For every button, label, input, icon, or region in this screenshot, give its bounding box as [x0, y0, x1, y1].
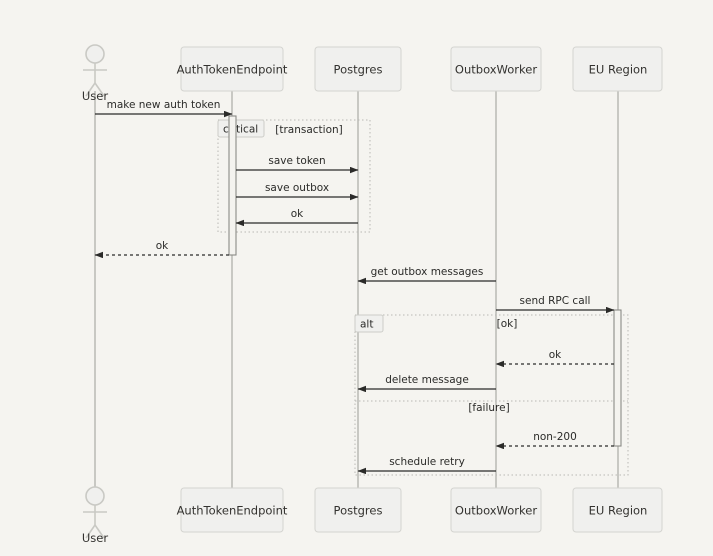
participant-user[interactable]: User [82, 486, 108, 545]
fragment-border [354, 314, 629, 476]
message-m7: send RPC call [496, 295, 615, 314]
actor-leg-left-icon [85, 82, 96, 97]
actor-leg-right-icon [94, 82, 105, 97]
fragment-border [217, 119, 371, 233]
message-label: schedule retry [389, 456, 465, 468]
message-label: send RPC call [520, 295, 591, 307]
message-label: get outbox messages [371, 266, 484, 278]
participant-worker[interactable]: OutboxWorker [450, 487, 542, 533]
fragment-condition-label-0: [ok] [497, 318, 518, 330]
participant-box-auth[interactable] [180, 487, 284, 533]
participant-label-user: User [82, 89, 108, 103]
participant-auth[interactable]: AuthTokenEndpoint [177, 487, 288, 533]
message-label: delete message [385, 374, 469, 386]
participant-box-auth[interactable] [180, 46, 284, 92]
message-label: ok [291, 208, 304, 220]
fragments-layer: critical [transaction] alt [ok] [failure] [217, 119, 629, 476]
messages-layer: make new auth token save token save outbox… [94, 99, 615, 475]
participant-pg[interactable]: Postgres [314, 487, 402, 533]
participant-label-pg: Postgres [334, 504, 383, 518]
participant-label-auth: AuthTokenEndpoint [177, 504, 288, 518]
activation-bar-auth [228, 115, 237, 256]
participant-eu[interactable]: EU Region [572, 46, 663, 92]
actor-head-icon [85, 44, 105, 64]
participant-pg[interactable]: Postgres [314, 46, 402, 92]
activation-bar-eu [613, 309, 622, 447]
actor-leg-right-icon [94, 524, 105, 539]
actor-leg-left-icon [85, 524, 96, 539]
message-m9: delete message [357, 374, 496, 393]
activations-layer [228, 115, 622, 447]
participant-box-eu[interactable] [572, 487, 663, 533]
fragment-tag-box [354, 314, 384, 333]
message-m5: ok [94, 240, 229, 259]
participant-label-auth: AuthTokenEndpoint [177, 63, 288, 77]
participant-label-worker: OutboxWorker [455, 63, 537, 77]
message-m10: non-200 [495, 431, 614, 450]
participant-worker[interactable]: OutboxWorker [450, 46, 542, 92]
participant-box-pg[interactable] [314, 487, 402, 533]
message-m6: get outbox messages [357, 266, 496, 285]
participant-box-pg[interactable] [314, 46, 402, 92]
fragment-tag-label: alt [360, 319, 373, 331]
fragment-tag-label: critical [223, 124, 258, 136]
actor-head-icon [85, 486, 105, 506]
message-label: save token [268, 155, 325, 167]
message-m1: make new auth token [95, 99, 233, 118]
participant-box-worker[interactable] [450, 487, 542, 533]
message-m8: ok [495, 349, 614, 368]
message-label: non-200 [533, 431, 577, 443]
participant-box-worker[interactable] [450, 46, 542, 92]
message-m2: save token [236, 155, 359, 174]
participant-label-pg: Postgres [334, 63, 383, 77]
participant-label-worker: OutboxWorker [455, 504, 537, 518]
message-label: save outbox [265, 182, 329, 194]
message-m3: save outbox [236, 182, 359, 201]
participant-user[interactable]: User [82, 44, 108, 103]
fragment-alt-frame: alt [ok] [failure] [354, 314, 629, 476]
message-m11: schedule retry [357, 456, 496, 475]
participant-box-eu[interactable] [572, 46, 663, 92]
participant-label-eu: EU Region [589, 504, 648, 518]
message-label: ok [549, 349, 562, 361]
participant-label-user: User [82, 531, 108, 545]
message-label: ok [156, 240, 169, 252]
fragment-condition-label-1: [failure] [468, 402, 509, 414]
participant-auth[interactable]: AuthTokenEndpoint [177, 46, 288, 92]
fragment-condition-label-0: [transaction] [275, 124, 343, 136]
participant-eu[interactable]: EU Region [572, 487, 663, 533]
message-label: make new auth token [107, 99, 221, 111]
participant-label-eu: EU Region [589, 63, 648, 77]
lifelines-layer [94, 91, 619, 488]
message-m4: ok [235, 208, 358, 227]
